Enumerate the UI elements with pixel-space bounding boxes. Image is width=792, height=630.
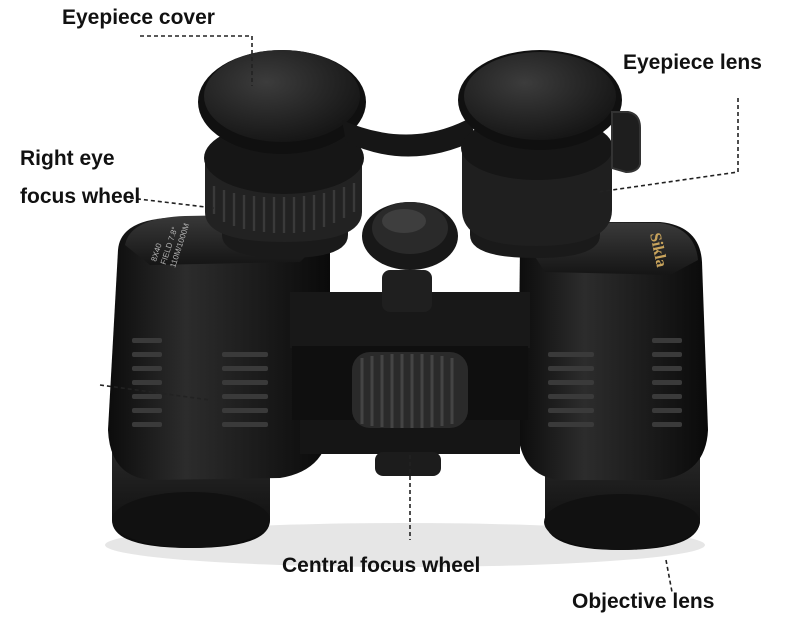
cover-strap xyxy=(342,118,476,157)
left-body xyxy=(108,215,330,480)
label-eyepiece-lens: Eyepiece lens xyxy=(623,51,762,74)
cover-tab xyxy=(611,111,641,174)
tripod-socket xyxy=(375,452,441,476)
leader-right-eye-focus xyxy=(129,197,215,209)
leader-eyepiece-lens xyxy=(597,98,739,193)
label-eyepiece-cover: Eyepiece cover xyxy=(62,6,215,29)
left-objective-rim xyxy=(112,492,270,548)
left-grip-ridges xyxy=(132,338,268,427)
hinge-cap-highlight xyxy=(382,209,426,233)
hinge-post xyxy=(382,270,432,312)
label-objective-lens: Objective lens xyxy=(572,590,715,613)
label-right-eye: Right eye xyxy=(20,147,115,170)
right-grip-ridges xyxy=(548,338,682,427)
right-objective-rim xyxy=(544,494,700,550)
brand-logo: Sikla xyxy=(646,231,670,268)
left-eye-focus-wheel-knurl xyxy=(212,183,356,233)
central-bridge xyxy=(290,202,530,476)
right-eyepiece-lens xyxy=(464,52,616,140)
right-barrel xyxy=(518,222,708,550)
right-body xyxy=(518,222,708,480)
central-focus-wheel-knurl xyxy=(360,354,454,428)
leader-objective-lens xyxy=(665,559,673,593)
left-eyepiece xyxy=(198,50,366,258)
label-focus-wheel: focus wheel xyxy=(20,185,141,208)
leader-objective-side xyxy=(99,384,211,401)
leader-eyepiece-cover xyxy=(140,35,253,86)
left-eyepiece-cover xyxy=(204,50,360,142)
right-eyepiece xyxy=(458,50,641,258)
label-central-focus-wheel: Central focus wheel xyxy=(282,554,481,577)
left-barrel xyxy=(108,214,330,548)
leader-lines xyxy=(99,35,739,593)
